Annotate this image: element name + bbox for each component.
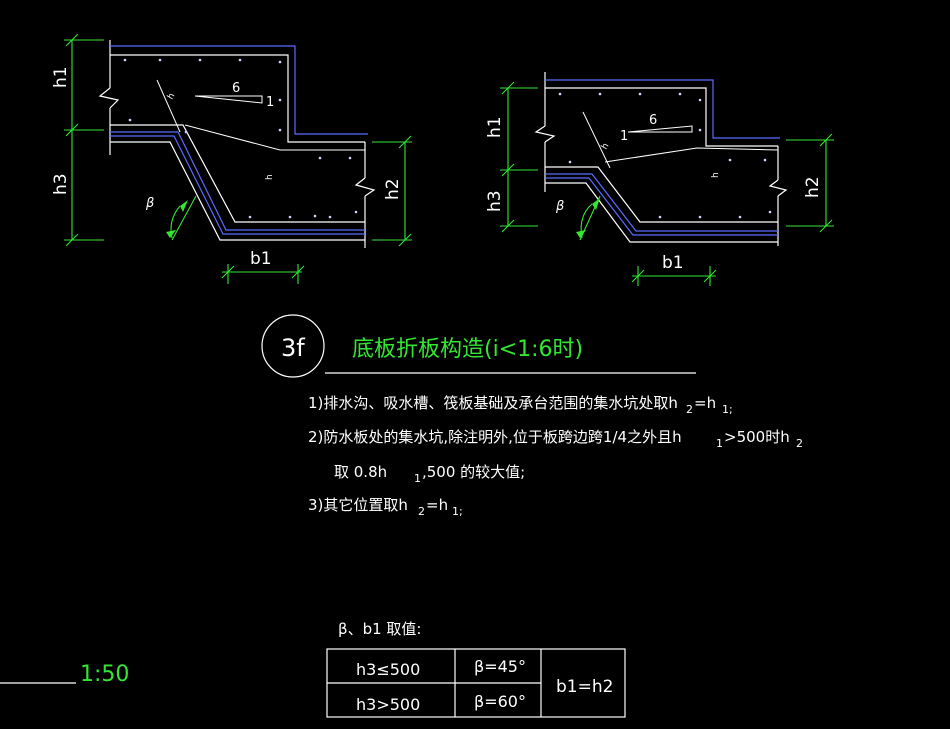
note-2-cond: >500时h <box>724 428 790 446</box>
table-r1c1: h3≤500 <box>356 660 420 679</box>
rebar-dots-left <box>123 58 358 219</box>
table-r2c1: h3>500 <box>356 695 420 714</box>
dim-h3-right: h3 <box>485 190 505 212</box>
note-2-sub-b: 2 <box>796 437 803 450</box>
dim-h1-right: h1 <box>485 116 505 138</box>
slab-outline-right <box>534 72 788 246</box>
table-r1c2: β=45° <box>474 657 526 676</box>
note-3-sub-a: 2 <box>418 505 425 518</box>
table-caption: β、b1 取值: <box>338 620 421 638</box>
small-tag-left-1: h <box>166 92 178 102</box>
dim-b1-right: b1 <box>662 253 684 273</box>
small-tag-left-2: h <box>265 174 275 180</box>
note-1-text: 1)排水沟、吸水槽、筏板基础及承台范围的集水坑处取h <box>308 394 678 412</box>
note-3-eq: =h <box>426 496 448 514</box>
small-tag-right-1: h <box>600 142 612 152</box>
notes-block: 1)排水沟、吸水槽、筏板基础及承台范围的集水坑处取h 2 =h 1; 2)防水板… <box>308 394 803 518</box>
slope-lines-left <box>156 79 365 151</box>
slope-run-right: 6 <box>649 113 657 128</box>
beta-b1-table: β、b1 取值: h3≤500 β=45° h3>500 β=60° b1=h2 <box>326 620 626 718</box>
small-tag-right-2: h <box>711 172 721 178</box>
note-2-sub-c: 1 <box>414 472 421 485</box>
scale-text: 1:50 <box>80 662 129 687</box>
dim-vertical-right <box>500 81 538 233</box>
table-merged: b1=h2 <box>556 677 613 697</box>
slope-rise-right: 1 <box>620 129 628 144</box>
slope-triangle-left <box>194 95 263 104</box>
dim-h2-right: h2 <box>803 176 823 198</box>
table-r2c2: β=60° <box>474 692 526 711</box>
dim-h2-left: h2 <box>383 178 403 200</box>
note-2-sub-a: 1 <box>716 437 723 450</box>
angle-mark-right <box>576 195 601 241</box>
note-3-sub-b: 1; <box>452 505 463 518</box>
slab-outline-left <box>98 40 376 248</box>
note-1-eq: =h <box>694 394 716 412</box>
dim-b1-line-left <box>221 264 305 284</box>
dim-b1-line-right <box>631 266 717 286</box>
waterproof-layer-left <box>110 45 368 235</box>
note-3-text: 3)其它位置取h <box>308 496 408 514</box>
angle-beta-right: β <box>555 199 564 214</box>
detail-right: 6 1 h h h1 h3 h2 b1 <box>485 72 834 286</box>
note-1-sub-a: 2 <box>686 403 693 416</box>
waterproof-layer-right <box>545 79 780 236</box>
dim-h2-line-right <box>786 133 834 233</box>
detail-title: 底板折板构造(i<1:6时) <box>352 337 583 362</box>
slope-run-left: 6 <box>232 81 240 96</box>
slope-lines-right <box>582 111 779 169</box>
detail-number: 3f <box>281 334 305 362</box>
dim-vertical-left <box>64 33 104 247</box>
detail-left: 6 1 h h h1 h3 h2 <box>51 33 412 284</box>
note-2-text: 2)防水板处的集水坑,除注明外,位于板跨边跨1/4之外且h <box>308 428 682 446</box>
note-1-sub-b: 1; <box>722 403 733 416</box>
scale-label: 1:50 <box>0 662 129 687</box>
note-2-tail: ,500 的较大值; <box>422 463 525 481</box>
dim-h2-line-left <box>372 135 412 247</box>
slope-rise-left: 1 <box>266 95 274 110</box>
note-2-cont: 取 0.8h <box>334 463 387 481</box>
angle-beta-left: β <box>145 196 154 211</box>
rebar-dots-right <box>558 92 772 219</box>
slope-triangle-right <box>627 125 693 133</box>
detail-label: 3f 底板折板构造(i<1:6时) <box>261 314 696 378</box>
dim-h3-left: h3 <box>51 173 71 195</box>
angle-mark-left <box>166 195 197 241</box>
dim-h1-left: h1 <box>51 66 71 88</box>
dim-b1-left: b1 <box>250 249 272 269</box>
